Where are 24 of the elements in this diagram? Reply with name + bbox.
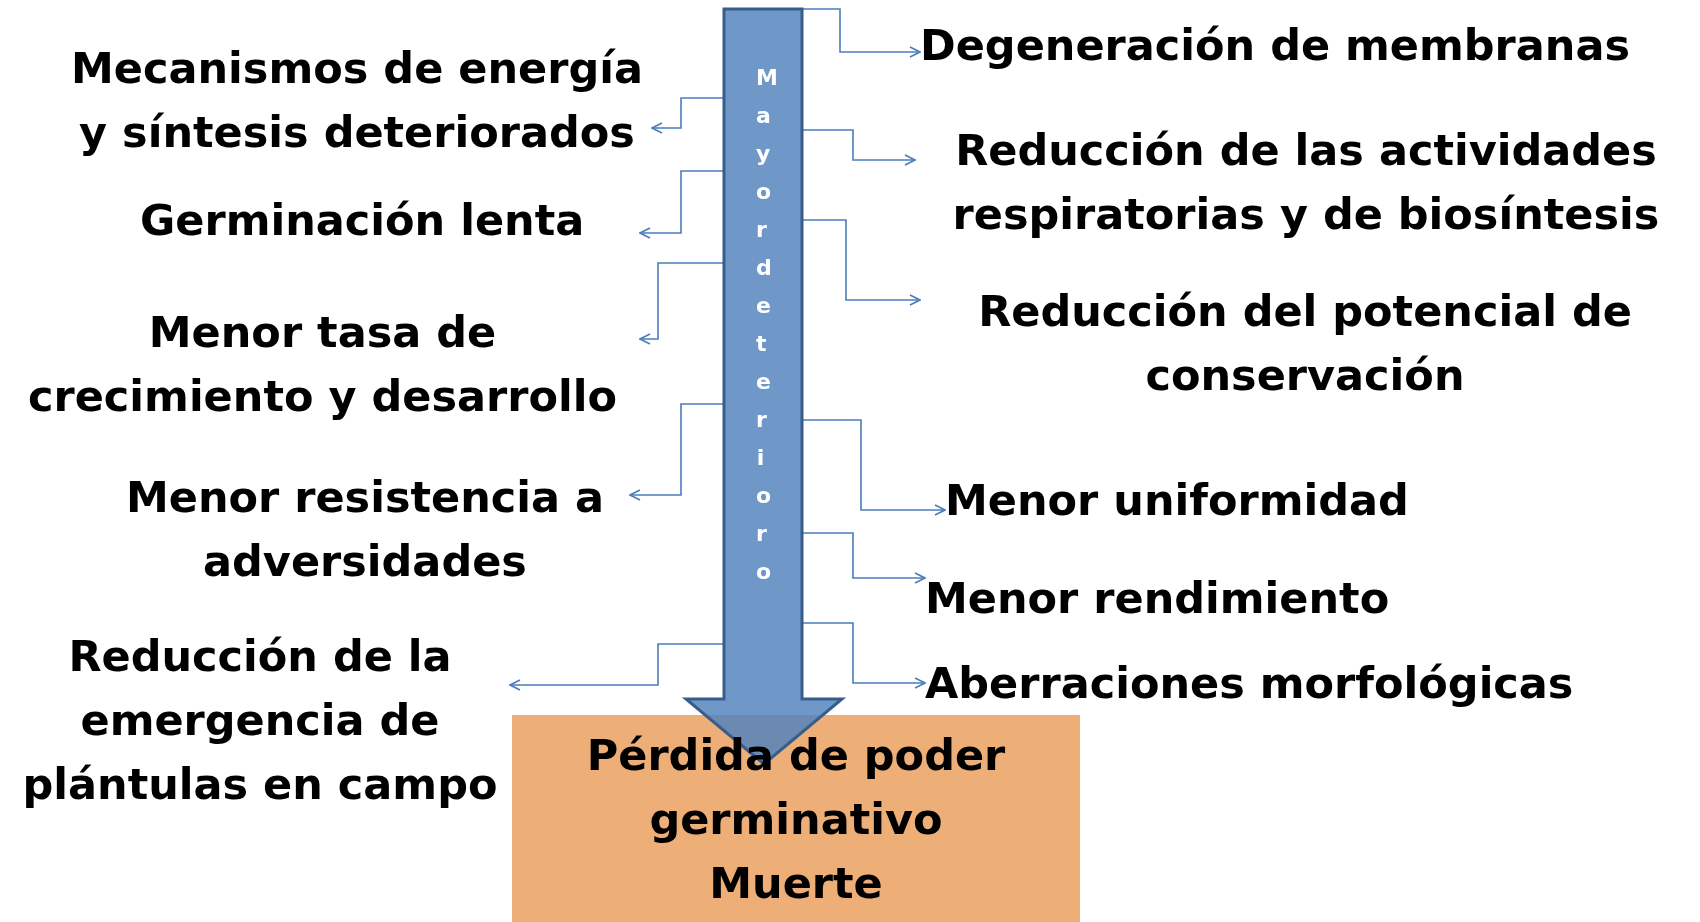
effect-text: Mecanismos de energía y síntesis deteriorados [62,35,652,165]
elbow-arrow [801,622,926,689]
elbow-arrow [801,8,921,58]
effect-text: Menor rendimiento [925,568,1525,628]
elbow-arrow [629,403,725,501]
result-box [512,715,1080,922]
effect-text: Menor resistencia a adversidades [100,465,630,593]
effect-text: Reducción de las actividades respiratorias y de biosíntesis [915,118,1697,246]
elbow-arrow [651,97,725,134]
effect-text: Menor uniformidad [945,470,1545,530]
effect-text: Aberraciones morfológicas [925,653,1690,713]
arrow-label: Mayor deterioro [756,64,778,586]
elbow-arrow [639,170,725,239]
elbow-arrow [801,532,926,584]
elbow-arrow [801,219,921,306]
elbow-arrow [801,129,916,166]
effect-text: Germinación lenta [140,190,640,250]
effect-text: Reducción de la emergencia de plántulas en campo [10,624,510,816]
effect-text: Degeneración de membranas [920,15,1695,75]
effect-text: Menor tasa de crecimiento y desarrollo [5,300,640,428]
elbow-arrow [801,419,946,516]
elbow-arrow [509,643,725,691]
effect-text: Reducción del potencial de conservación [920,268,1690,418]
elbow-arrow [639,262,725,345]
